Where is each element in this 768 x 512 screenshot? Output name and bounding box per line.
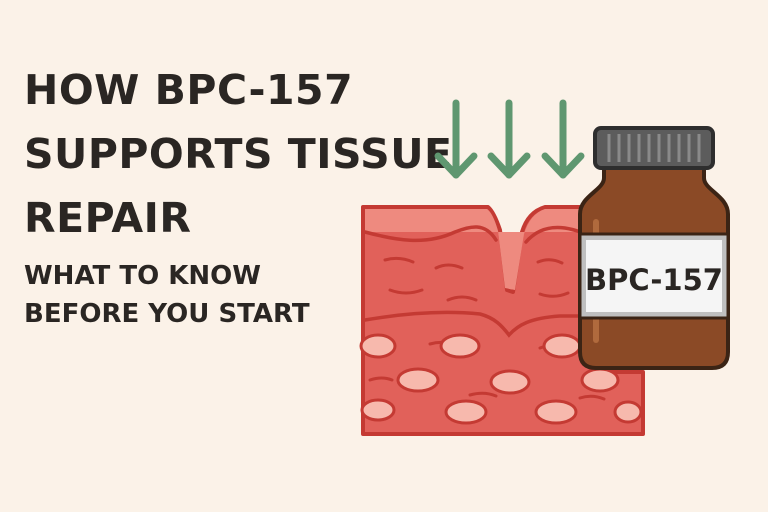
down-arrow-icon [434, 99, 478, 179]
headline-line-2: SUPPORTS TISSUE [24, 130, 453, 178]
bottle-label: BPC-157 [585, 263, 723, 297]
tissue-cross-section [359, 205, 645, 436]
subheadline-line-2: BEFORE YOU START [24, 299, 310, 329]
down-arrow-icon [541, 99, 585, 179]
down-arrow-icon [487, 99, 531, 179]
subheadline-line-1: WHAT TO KNOW [24, 261, 261, 291]
subheadline: WHAT TO KNOW BEFORE YOU START [24, 257, 310, 333]
down-arrows [434, 99, 585, 179]
headline-line-3: REPAIR [24, 194, 192, 242]
medicine-bottle-icon: BPC-157 [578, 126, 730, 370]
headline: HOW BPC-157 SUPPORTS TISSUE REPAIR [24, 58, 453, 250]
headline-line-1: HOW BPC-157 [24, 66, 354, 114]
